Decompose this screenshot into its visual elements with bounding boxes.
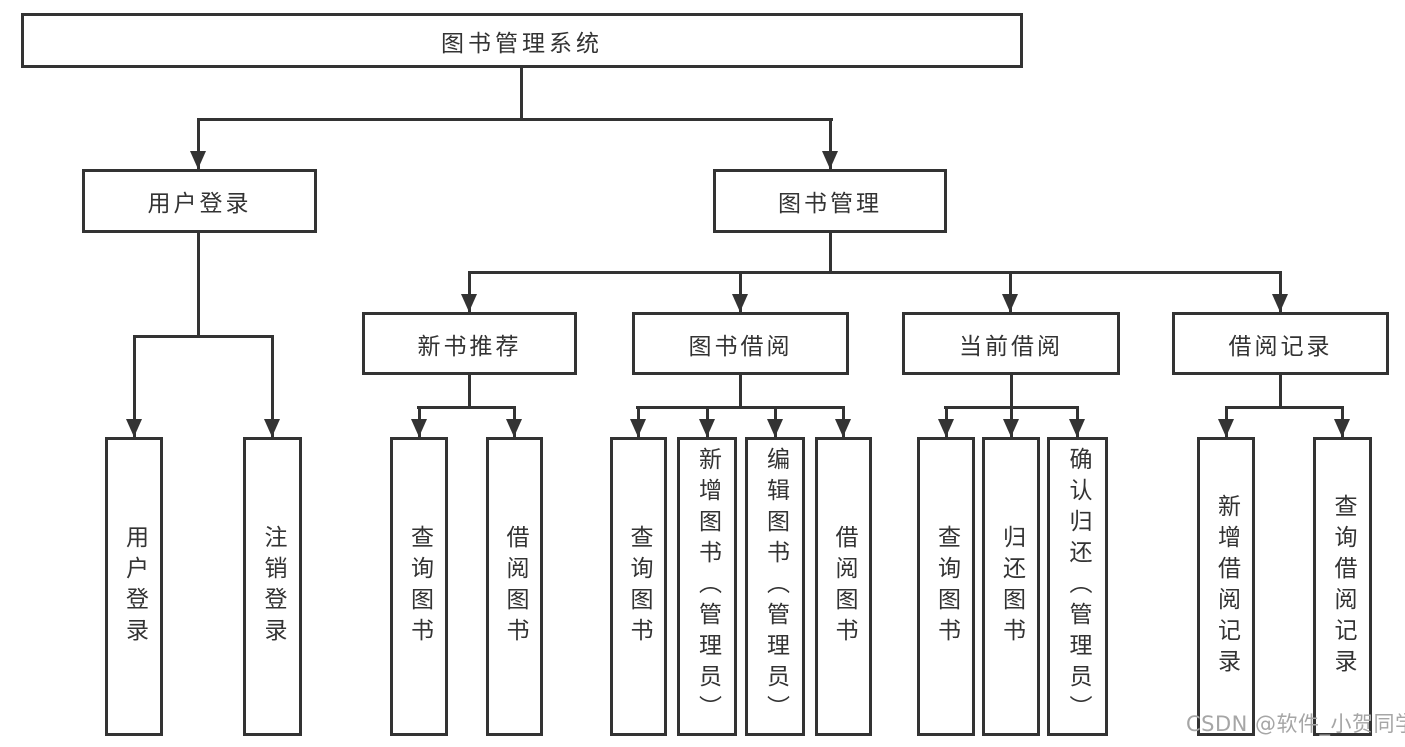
leaf-label: 查询图书 (406, 524, 433, 649)
arrow-down-icon (126, 419, 142, 437)
connector-line (197, 118, 200, 169)
connector-line (1009, 271, 1012, 312)
arrow-down-icon (1002, 294, 1018, 312)
leaf-query-books-recommend: 查询图书 (390, 437, 448, 736)
connector-line (468, 271, 1282, 274)
csdn-watermark: CSDN @软件_小贺同学 (1186, 712, 1405, 736)
leaf-user-login: 用户登录 (105, 437, 163, 736)
arrow-down-icon (630, 419, 646, 437)
arrow-down-icon (732, 294, 748, 312)
leaf-label: 归还图书 (998, 524, 1025, 649)
arrow-down-icon (190, 151, 206, 169)
arrow-down-icon (461, 294, 477, 312)
connector-line (468, 271, 471, 312)
leaf-return-book: 归还图书 (982, 437, 1040, 736)
leaf-label: 新增借阅记录 (1213, 493, 1240, 680)
connector-line (468, 375, 471, 406)
leaf-label: 查询图书 (626, 524, 652, 649)
connector-line (133, 335, 136, 437)
leaf-add-book-admin: 新增图书（管理员） (677, 437, 737, 736)
leaf-logout: 注销登录 (243, 437, 302, 736)
node-book-management: 图书管理 (713, 169, 947, 233)
arrow-down-icon (1003, 419, 1019, 437)
leaf-label: 查询借阅记录 (1330, 493, 1356, 680)
connector-line (520, 68, 523, 118)
connector-line (197, 233, 200, 335)
arrow-down-icon (264, 419, 280, 437)
leaf-edit-book-admin: 编辑图书（管理员） (745, 437, 805, 736)
arrow-down-icon (411, 419, 427, 437)
leaf-add-borrow-record: 新增借阅记录 (1197, 437, 1255, 736)
node-new-book-recommendation: 新书推荐 (362, 312, 577, 375)
leaf-confirm-return-admin: 确认归还（管理员） (1047, 437, 1108, 736)
leaf-label: 编辑图书（管理员） (762, 447, 789, 726)
connector-line (1279, 375, 1282, 406)
node-user-login: 用户登录 (82, 169, 317, 233)
arrow-down-icon (699, 419, 715, 437)
leaf-label: 借阅图书 (831, 524, 857, 649)
leaf-label: 借阅图书 (502, 524, 528, 649)
leaf-label: 确认归还（管理员） (1065, 447, 1091, 726)
connector-line (739, 375, 742, 406)
leaf-query-books-borrowing: 查询图书 (610, 437, 667, 736)
arrow-down-icon (1334, 419, 1350, 437)
arrow-down-icon (767, 419, 783, 437)
arrow-down-icon (835, 419, 851, 437)
connector-line (636, 406, 844, 409)
connector-line (197, 118, 833, 121)
arrow-down-icon (938, 419, 954, 437)
connector-line (829, 233, 832, 271)
connector-line (1279, 271, 1282, 312)
leaf-query-books-current: 查询图书 (917, 437, 975, 736)
connector-line (133, 335, 274, 338)
connector-line (271, 335, 274, 437)
node-borrowing-records: 借阅记录 (1172, 312, 1389, 375)
arrow-down-icon (1069, 419, 1085, 437)
node-library-management-system: 图书管理系统 (21, 13, 1023, 68)
connector-line (1225, 406, 1344, 409)
leaf-label: 新增图书（管理员） (694, 447, 721, 726)
arrow-down-icon (506, 419, 522, 437)
leaf-label: 用户登录 (121, 524, 148, 649)
connector-line (829, 118, 832, 169)
node-current-borrowing: 当前借阅 (902, 312, 1120, 375)
arrow-down-icon (1272, 294, 1288, 312)
arrow-down-icon (822, 151, 838, 169)
connector-line (739, 271, 742, 312)
arrow-down-icon (1218, 419, 1234, 437)
leaf-label: 查询图书 (933, 524, 960, 649)
connector-line (417, 406, 516, 409)
leaf-label: 注销登录 (260, 524, 286, 649)
leaf-borrow-books-recommend: 借阅图书 (486, 437, 543, 736)
node-book-borrowing: 图书借阅 (632, 312, 849, 375)
leaf-borrow-books-borrowing: 借阅图书 (815, 437, 872, 736)
leaf-query-borrow-record: 查询借阅记录 (1313, 437, 1372, 736)
connector-line (1010, 375, 1013, 406)
